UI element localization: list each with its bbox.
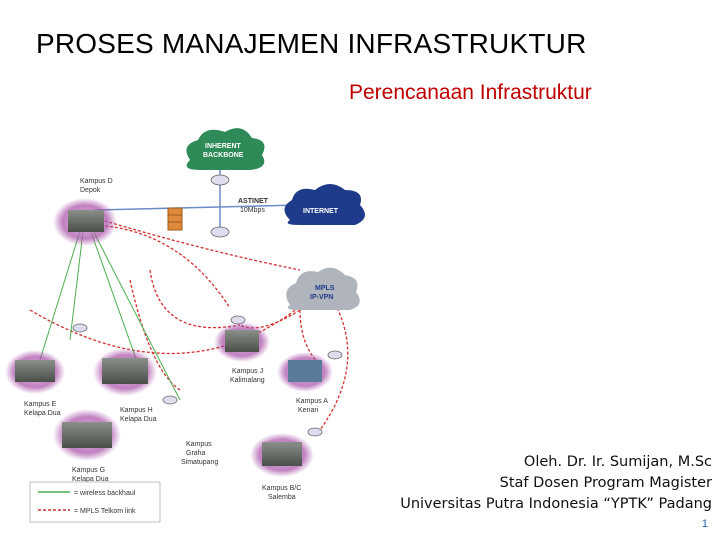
campus-e-label-1: Kampus E bbox=[24, 401, 57, 408]
campus-bc-label-2: Salemba bbox=[268, 494, 296, 501]
author-line-3: Universitas Putra Indonesia “YPTK” Padan… bbox=[400, 494, 712, 515]
campus-bc-building bbox=[250, 433, 314, 477]
campus-d-label-2: Depok bbox=[80, 187, 101, 194]
slide-subtitle: Perencanaan Infrastruktur bbox=[349, 81, 592, 105]
campus-d-label-1: Kampus D bbox=[80, 178, 113, 185]
firewall-icon bbox=[168, 208, 182, 230]
slide-title: PROSES MANAJEMEN INFRASTRUKTUR bbox=[36, 28, 587, 60]
mpls-label-2: IP-VPN bbox=[310, 294, 333, 301]
campus-bc-label-1: Kampus B/C bbox=[262, 485, 301, 492]
campus-j-label-1: Kampus J bbox=[232, 368, 263, 375]
author-credit: Oleh. Dr. Ir. Sumijan, M.Sc Staf Dosen P… bbox=[400, 452, 712, 515]
campus-graha-label-3: Simatupang bbox=[181, 459, 218, 466]
campus-h-label-2: Kelapa Dua bbox=[120, 416, 157, 423]
campus-h-label-1: Kampus H bbox=[120, 407, 153, 414]
backbone-label-2: BACKBONE bbox=[203, 152, 244, 159]
campus-d-building bbox=[53, 198, 117, 246]
campus-graha-label-1: Kampus bbox=[186, 441, 212, 448]
internet-cloud: INTERNET bbox=[284, 184, 365, 225]
backbone-links bbox=[95, 170, 300, 230]
campus-j-building bbox=[214, 322, 270, 362]
campus-a-label-2: Kenari bbox=[298, 407, 319, 414]
campus-j-label-2: Kalimalang bbox=[230, 377, 265, 384]
campus-g-building bbox=[53, 409, 121, 461]
mpls-label-1: MPLS bbox=[315, 285, 335, 292]
network-diagram: INHERENT BACKBONE INTERNET MPLS IP-VPN A… bbox=[0, 110, 390, 530]
legend-mpls-label: = MPLS Telkom link bbox=[74, 508, 136, 515]
internet-label: INTERNET bbox=[303, 208, 339, 215]
mpls-cloud: MPLS IP-VPN bbox=[286, 268, 360, 310]
author-line-1: Oleh. Dr. Ir. Sumijan, M.Sc bbox=[400, 452, 712, 473]
backbone-label-1: INHERENT bbox=[205, 143, 242, 150]
astinet-label-1: ASTINET bbox=[238, 198, 269, 205]
campus-g-label-1: Kampus G bbox=[72, 467, 105, 474]
legend-wireless-label: = wireless backhaul bbox=[74, 490, 136, 497]
astinet-label-2: 10Mbps bbox=[240, 207, 265, 214]
campus-e-building bbox=[5, 350, 65, 394]
campus-graha-label-2: Graha bbox=[186, 450, 206, 457]
inherent-backbone-cloud: INHERENT BACKBONE bbox=[186, 128, 264, 170]
campus-a-label-1: Kampus A bbox=[296, 398, 328, 405]
campus-e-label-2: Kelapa Dua bbox=[24, 410, 61, 417]
author-line-2: Staf Dosen Program Magister bbox=[400, 473, 712, 494]
campus-a-building bbox=[277, 352, 333, 392]
page-number: 1 bbox=[702, 518, 708, 530]
campus-h-building bbox=[93, 348, 157, 396]
legend: = wireless backhaul = MPLS Telkom link bbox=[30, 482, 160, 522]
